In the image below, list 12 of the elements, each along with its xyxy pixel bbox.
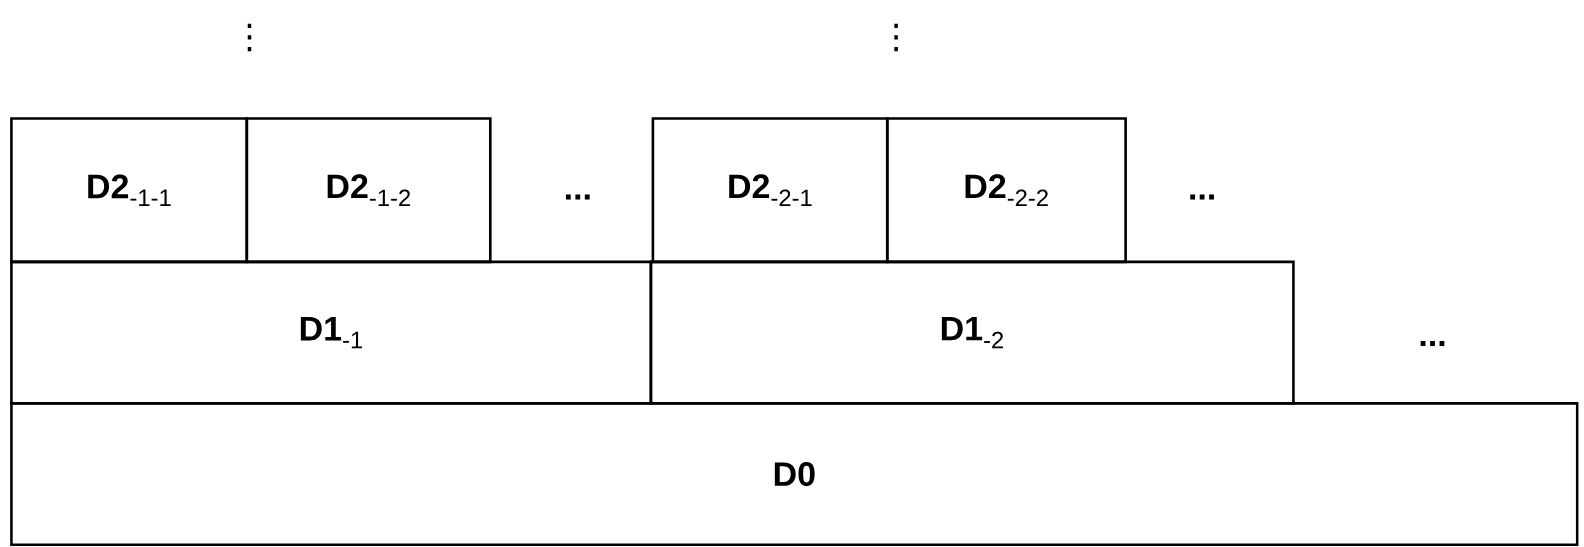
layer-box: D2$_{-1-2}$ [245,117,492,264]
ellipsis: ... [1190,194,1214,200]
layer-box: D2$_{-2-1}$ [651,117,889,264]
layer-box: D0 [10,402,1579,547]
layer-box: D1$_{-1}$ [10,260,653,405]
layer-box: D2$_{-1-1}$ [10,117,249,264]
ellipsis: ... [565,194,590,200]
ellipsis: ... [1420,340,1445,347]
layer-box: D2$_{-2-2}$ [885,117,1127,264]
layer-box: D1$_{-2}$ [649,260,1295,405]
vertical-ellipsis: ⋮ [247,23,252,52]
vertical-ellipsis: ⋮ [894,23,898,52]
